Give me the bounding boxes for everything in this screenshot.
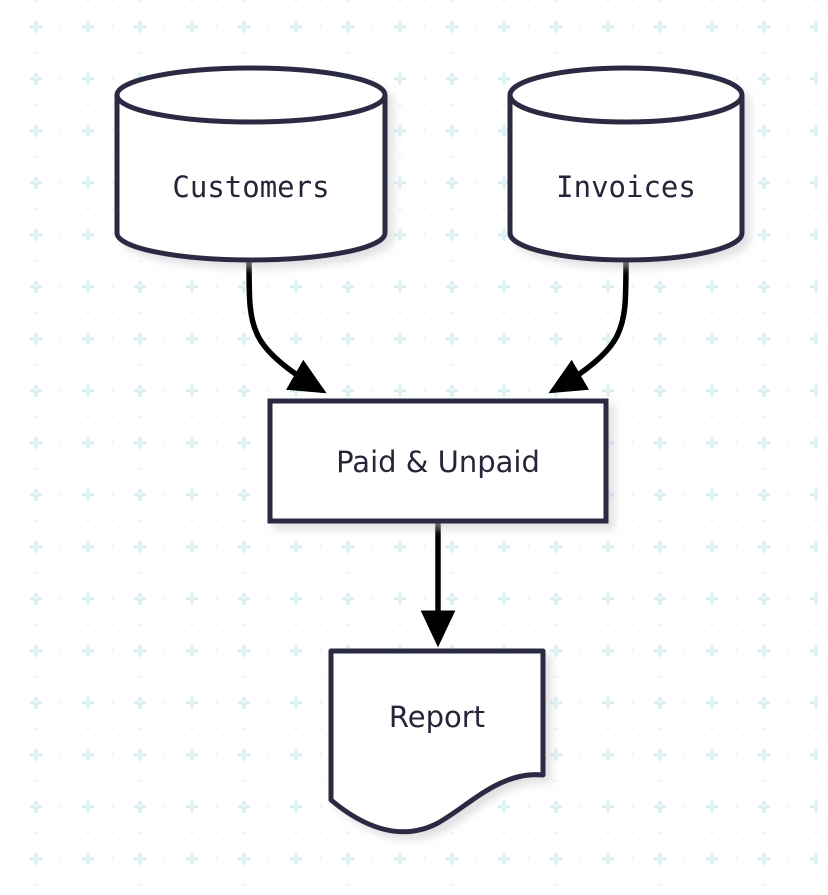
node-layer: Customers Invoices Paid & Unpaid Report: [114, 65, 745, 835]
node-invoices-label: Invoices: [556, 170, 696, 204]
node-customers-label: Customers: [172, 170, 329, 204]
cylinder-body: [114, 65, 388, 263]
cylinder-body: [507, 65, 745, 263]
cylinder-top-ellipse: [114, 94, 388, 125]
edge-layer: [246, 255, 629, 648]
rectangle-body: [267, 398, 609, 524]
edge-path: [246, 255, 327, 394]
node-report-label: Report: [389, 700, 485, 734]
edge-path: [548, 255, 629, 394]
document-body: [328, 648, 546, 835]
edge-invoices-to-paid-unpaid[interactable]: [548, 255, 629, 394]
node-report[interactable]: [328, 648, 546, 835]
cylinder-top-ellipse: [507, 94, 745, 125]
node-invoices[interactable]: [507, 65, 745, 263]
edge-customers-to-paid-unpaid[interactable]: [246, 255, 327, 394]
node-paid-unpaid[interactable]: [267, 398, 609, 524]
node-customers[interactable]: [114, 65, 388, 263]
node-paid-unpaid-label: Paid & Unpaid: [336, 445, 540, 479]
